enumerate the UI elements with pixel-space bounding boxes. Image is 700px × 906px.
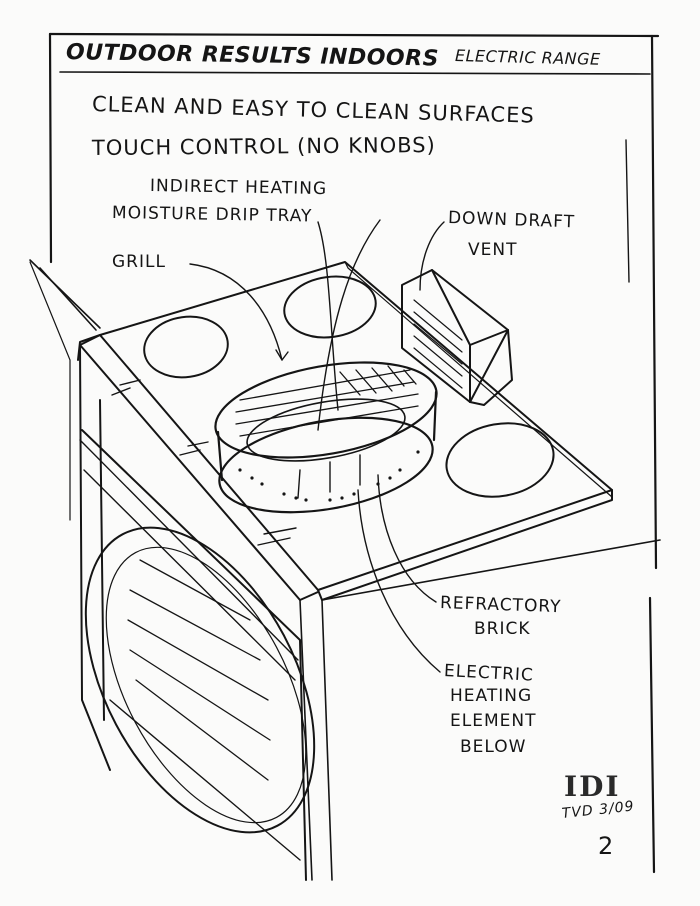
callout-heating: HEATING bbox=[450, 686, 533, 706]
leader-lines bbox=[189, 219, 445, 673]
callout-below: BELOW bbox=[460, 737, 527, 757]
counter bbox=[29, 259, 661, 881]
control-panel bbox=[79, 334, 319, 601]
grill-module bbox=[214, 361, 438, 514]
idi-logo: IDI bbox=[564, 770, 621, 803]
callout-element: ELEMENT bbox=[450, 711, 537, 731]
callout-drip-tray: MOISTURE DRIP TRAY bbox=[111, 203, 313, 227]
down-draft-vent bbox=[401, 269, 513, 406]
callout-refractory: REFRACTORY bbox=[439, 593, 562, 618]
callout-vent: VENT bbox=[468, 240, 518, 260]
cooktop bbox=[77, 261, 613, 601]
burners bbox=[143, 275, 555, 498]
oven-window bbox=[84, 526, 316, 834]
page-frame bbox=[48, 32, 660, 874]
callout-grill: GRILL bbox=[112, 252, 166, 272]
page-number: 2 bbox=[598, 832, 615, 860]
feature-touch-control: TOUCH CONTROL (NO KNOBS) bbox=[91, 133, 436, 160]
page-subtitle: ELECTRIC RANGE bbox=[454, 46, 601, 69]
oven-body bbox=[79, 344, 307, 881]
callout-brick: BRICK bbox=[474, 619, 531, 639]
callout-indirect-heating: INDIRECT HEATING bbox=[149, 176, 328, 200]
